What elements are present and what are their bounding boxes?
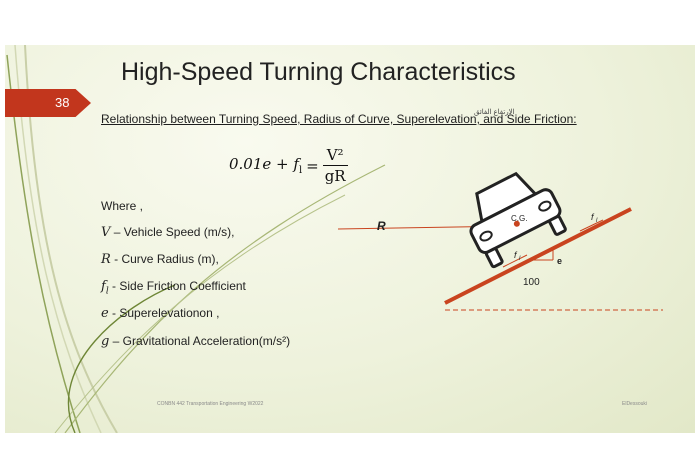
definition-text: – Vehicle Speed (m/s),	[113, 225, 235, 239]
where-label: Where ,	[101, 199, 144, 213]
vehicle-front-view	[469, 171, 567, 269]
definition-text: - Side Friction Coefficient	[112, 279, 246, 293]
slope-rise-label: e	[557, 256, 562, 266]
definition-text: – Gravitational Acceleration(m/s²)	[112, 334, 291, 348]
banked-road-surface	[444, 207, 632, 305]
friction-label-lower: f	[514, 250, 518, 260]
friction-label-upper: f	[591, 212, 595, 222]
svg-text:l: l	[519, 256, 521, 262]
definition-superelevation: e - Superelevationon ,	[101, 306, 219, 321]
friction-arrow-lower	[502, 254, 528, 268]
definition-radius: R - Curve Radius (m),	[101, 252, 219, 267]
definition-symbol: V	[101, 225, 111, 240]
overlay-note: الارتفاع الفائق	[474, 109, 515, 116]
definition-gravity: g – Gravitational Acceleration(m/s²)	[101, 334, 290, 349]
definition-friction: fl - Side Friction Coefficient	[101, 279, 246, 297]
formula-fraction: V² gR	[322, 146, 348, 185]
definition-symbol: f	[101, 279, 106, 294]
definition-speed: V – Vehicle Speed (m/s),	[101, 225, 234, 240]
decorative-swooshes	[6, 45, 386, 433]
footer-course: CONBN 442 Transportation Engineering W20…	[157, 401, 264, 407]
footer-author: ElDessouki	[622, 401, 648, 407]
friction-arrow-upper	[579, 219, 604, 232]
definition-symbol: e	[101, 306, 109, 321]
formula-denominator: gR	[324, 167, 346, 185]
svg-text:l: l	[596, 218, 598, 224]
definition-symbol: g	[101, 334, 110, 349]
definition-symbol: R	[101, 252, 111, 267]
formula-equals: =	[306, 156, 319, 175]
definition-text: - Superelevationon ,	[112, 306, 220, 320]
center-of-gravity-label: C.G.	[511, 214, 527, 223]
superelevation-diagram: R 100 e C.G. f l f l	[337, 171, 663, 311]
slope-run-label: 100	[523, 277, 540, 288]
radius-label: R	[377, 219, 386, 233]
slide-title: High-Speed Turning Characteristics	[121, 58, 516, 86]
formula-lhs: 0.01e + fl	[229, 155, 303, 176]
slide-number-badge: 38	[5, 89, 91, 117]
turning-formula: 0.01e + fl = V² gR	[229, 146, 348, 185]
formula-numerator: V²	[322, 146, 348, 166]
definition-text: - Curve Radius (m),	[114, 252, 219, 266]
slide: 38 High-Speed Turning Characteristics Re…	[5, 45, 695, 433]
slide-subtitle: Relationship between Turning Speed, Radi…	[101, 112, 577, 126]
